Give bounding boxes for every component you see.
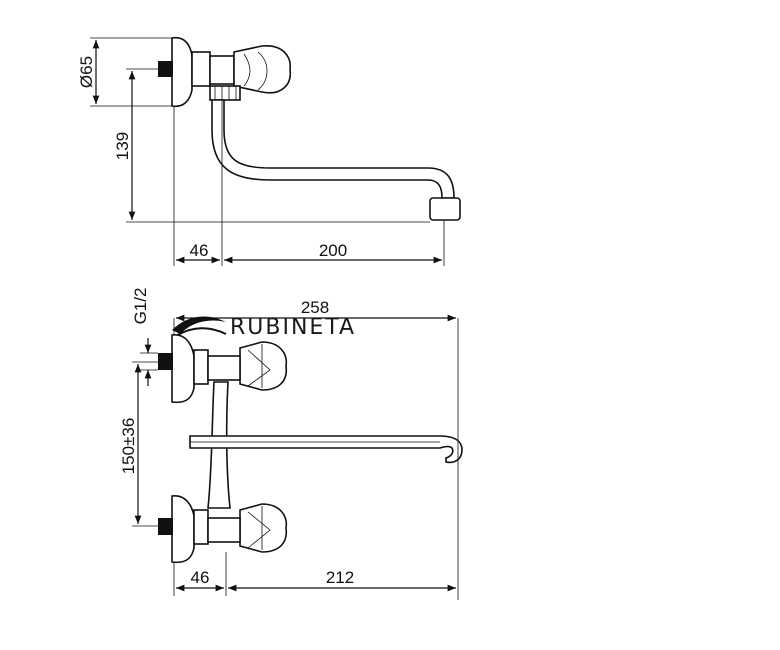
front-handle-top [239, 341, 288, 391]
front-spacing-label: 150±36 [119, 418, 138, 475]
front-thread-label: G1/2 [131, 288, 150, 325]
side-body [191, 51, 211, 87]
side-offset-label: 46 [190, 241, 209, 260]
side-handle [233, 45, 291, 94]
side-height-label: 139 [113, 132, 132, 160]
brand-name: RUBINETA [230, 315, 356, 340]
side-aerator [429, 197, 461, 221]
front-rosette-bottom [171, 495, 195, 564]
side-diameter-label: Ø65 [77, 56, 96, 88]
side-swivel-nut [209, 85, 241, 101]
front-spout [189, 435, 463, 464]
front-reach-label: 212 [326, 568, 354, 587]
front-offset-label: 46 [191, 568, 210, 587]
side-spout [211, 99, 455, 199]
side-view: Ø65 139 46 200 [77, 36, 461, 266]
front-handle-bottom [239, 503, 288, 553]
side-reach-label: 200 [319, 241, 347, 260]
front-view: RUBINETA G1/2 258 [119, 288, 463, 600]
brand-logo: RUBINETA [172, 315, 356, 340]
side-inlet-stub [158, 61, 173, 77]
front-inlet-bottom [158, 518, 173, 535]
front-rosette-top [171, 334, 195, 404]
front-total-width-label: 258 [301, 298, 329, 317]
side-rosette [171, 36, 193, 108]
front-inlet-top [158, 353, 173, 370]
